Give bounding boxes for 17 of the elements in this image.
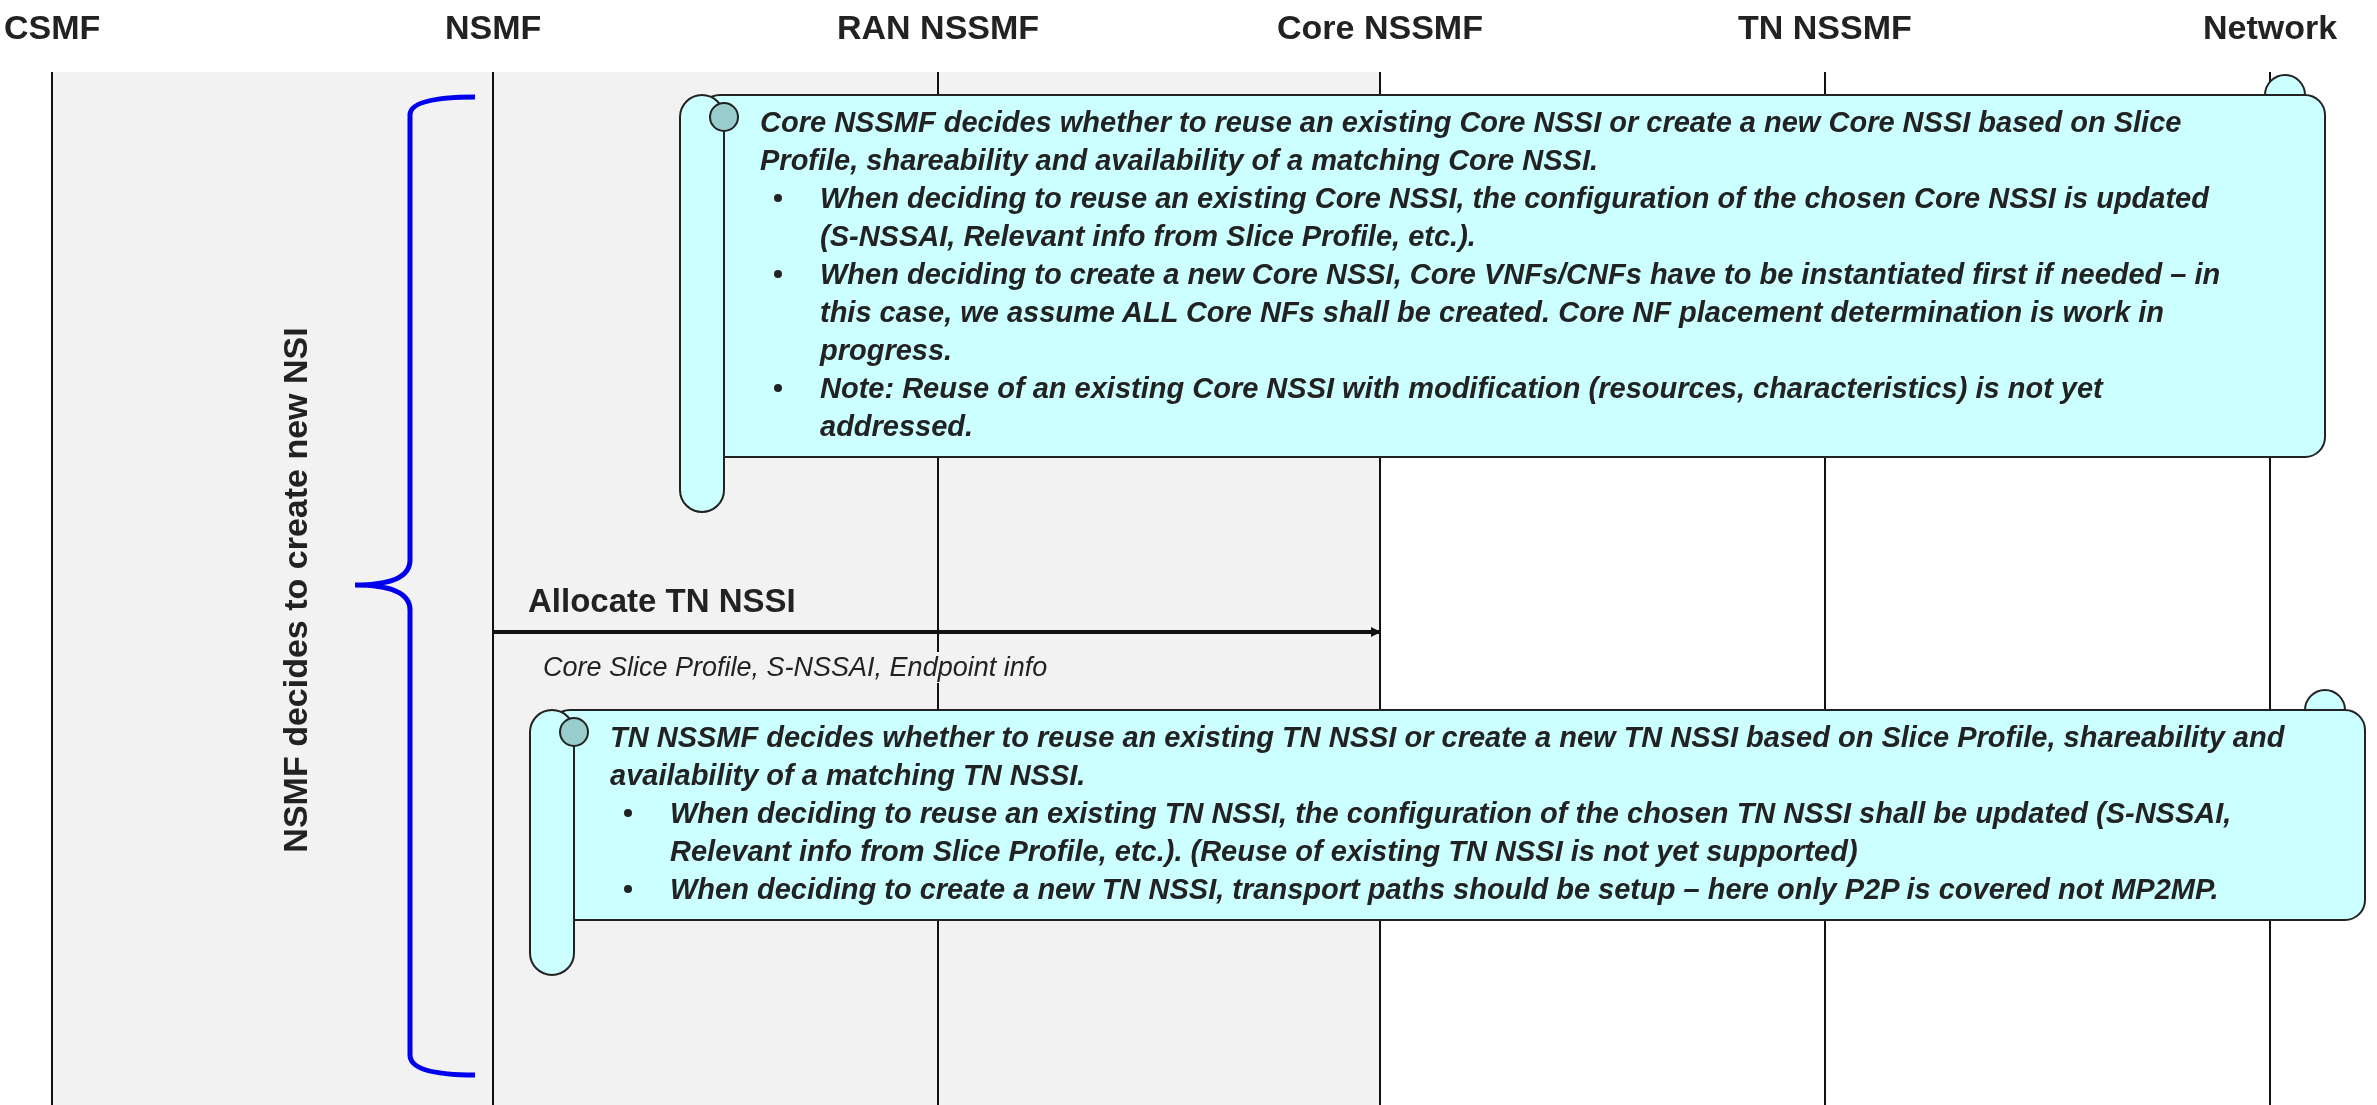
bullet-text: Note: Reuse of an existing Core NSSI with modification (resources, characteristics) is not yet addressed.: [820, 372, 2103, 442]
message-arrow: [493, 627, 1381, 637]
participant-label: Core NSSMF: [1277, 8, 1483, 47]
message-parameters: Core Slice Profile, S-NSSAI, Endpoint info: [543, 652, 1048, 683]
note-text: Core NSSMF decides whether to reuse an existing Core NSSI or create a new Core NSSI based on Slice Profile, shareability and availability of a matching Core NSSI.: [760, 105, 2183, 178]
bullet-text: When deciding to create a new TN NSSI, transport paths should be setup – here only P2P is covered not MP2MP.: [670, 873, 2219, 905]
bullet-text: When deciding to reuse an existing Core NSSI, the configuration of the chosen Core NSSI is updated (S-NSSAI, Relevant info from Slice Profile, etc.).: [820, 182, 2209, 252]
bullet-text: When deciding to reuse an existing TN NSSI, the configuration of the chosen TN NSSI shall be updated (S-NSSAI, Relevant info from Slice Profile, etc.). (Reuse of existing TN NSSI is not yet supported): [670, 797, 2232, 867]
participant-label: TN NSSMF: [1738, 8, 1912, 47]
participant-label: Network: [2203, 8, 2337, 47]
note-text: TN NSSMF decides whether to reuse an existing TN NSSI or create a new TN NSSI based on Slice Profile, shareability and availability of a matching TN NSSI.: [610, 720, 2286, 793]
edge-label: Allocate TN NSSI: [528, 582, 796, 620]
participant-label: RAN NSSMF: [837, 8, 1039, 47]
participant-label: CSMF: [4, 8, 100, 47]
participant-label: NSMF: [445, 8, 541, 47]
phase-label: NSMF decides to create new NSI: [275, 327, 315, 853]
bullet-text: When deciding to create a new Core NSSI, Core VNFs/CNFs have to be instantiated first if needed – in this case, we assume ALL Core NFs shall be created. Core NF placement determination is work in progress.: [820, 258, 2221, 366]
